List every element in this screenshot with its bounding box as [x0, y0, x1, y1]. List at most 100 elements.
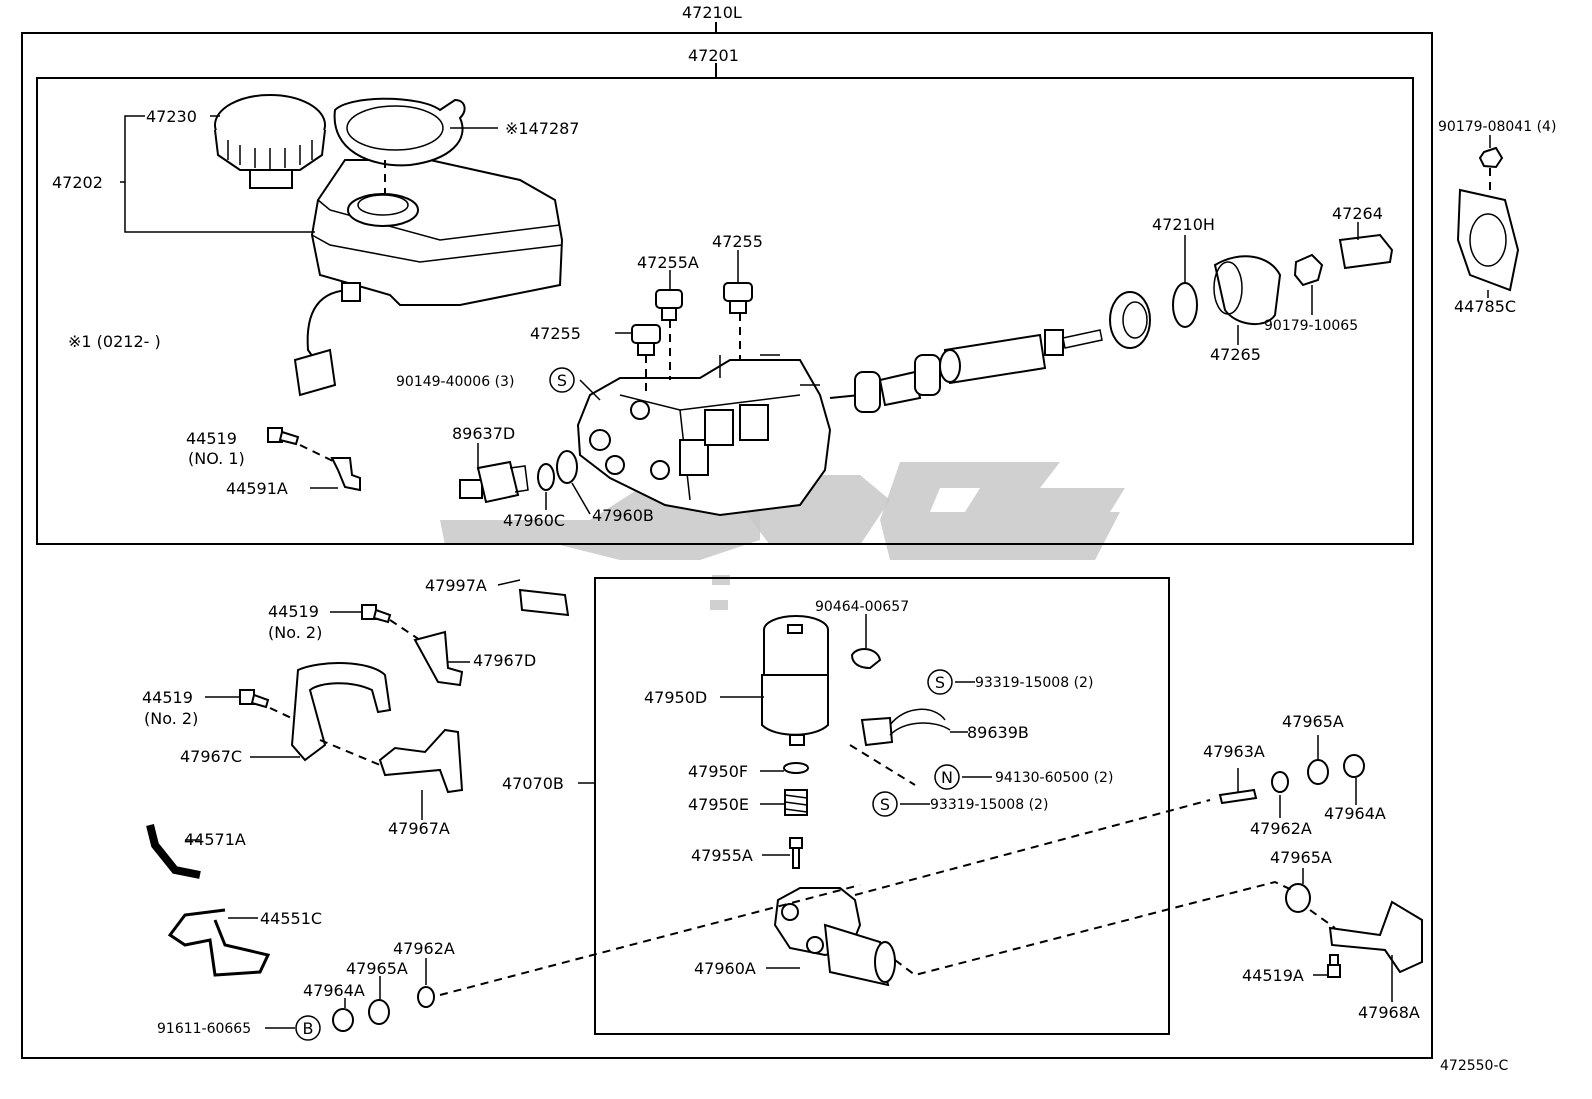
label-47264: 47264 [1332, 204, 1383, 223]
label-47255-top: 47255 [712, 232, 763, 251]
label-147287: ※147287 [505, 119, 579, 138]
cover-47997A [518, 588, 570, 617]
connector-89639B [860, 708, 951, 747]
svg-text:B: B [303, 1019, 314, 1038]
label-47968A: 47968A [1358, 1003, 1420, 1022]
label-91611-60665: 91611-60665 [157, 1021, 251, 1037]
o-ring-47960B [556, 450, 578, 484]
frame-47070B [594, 577, 1170, 1035]
nut-90179-10065 [1293, 253, 1324, 287]
label-no1: (NO. 1) [188, 449, 245, 468]
washer-47950F [783, 762, 809, 774]
label-47965A-right2: 47965A [1270, 848, 1332, 867]
pin-47963A [1218, 788, 1258, 805]
motor-47950D [761, 615, 829, 746]
label-47997A: 47997A [425, 576, 487, 595]
label-47963A: 47963A [1203, 742, 1265, 761]
washer-47960C [537, 463, 555, 491]
label-44519-no2b: 44519 [142, 688, 193, 707]
label-47964A-right: 47964A [1324, 804, 1386, 823]
valve-body [576, 354, 832, 517]
wire-harness-44551C [167, 908, 271, 977]
bushing-47965A-l [368, 999, 390, 1025]
label-47201: 47201 [688, 46, 739, 65]
bushing-47965A-r1 [1307, 759, 1329, 785]
label-47230: 47230 [146, 107, 197, 126]
strap-47967C [290, 662, 392, 762]
bracket-44591A [330, 457, 361, 492]
spring-47950E [784, 789, 808, 816]
label-47210H: 47210H [1152, 215, 1215, 234]
label-no2a: (No. 2) [268, 623, 322, 642]
label-93319-15008-b: 93319-15008 (2) [930, 797, 1048, 813]
symbol-s-90149: S [549, 367, 575, 393]
gasket-44785C [1456, 188, 1520, 292]
nut-90179-08041 [1478, 146, 1504, 169]
piston-rod-assembly [829, 329, 1103, 413]
bolt-44519-no1 [267, 427, 300, 446]
label-47965A-left: 47965A [346, 959, 408, 978]
snap-ring-47210H [1172, 282, 1198, 328]
bolt-44519A [1327, 954, 1341, 978]
label-472550-C: 472550-C [1440, 1058, 1508, 1074]
bolt-47955A [789, 837, 803, 869]
symbol-n-94130: N [934, 764, 960, 790]
boot-47265 [1213, 255, 1282, 326]
label-44519A: 44519A [1242, 966, 1304, 985]
label-47967C: 47967C [180, 747, 242, 766]
seal-cup [1109, 291, 1151, 349]
leader-lines [120, 115, 1491, 1029]
nut-47964A-r [1343, 754, 1365, 778]
label-47070B: 47070B [502, 774, 564, 793]
pipe-44571A [146, 824, 201, 879]
label-44551C: 44551C [260, 909, 322, 928]
label-93319-15008-a: 93319-15008 (2) [975, 675, 1093, 691]
bushing-47962A-r [1271, 771, 1289, 793]
label-44519-no1: 44519 [186, 429, 237, 448]
clevis-47264 [1338, 233, 1394, 270]
label-47962A-left: 47962A [393, 939, 455, 958]
label-47950E: 47950E [688, 795, 749, 814]
reservoir-cap [214, 94, 326, 189]
bushing-47962A-l [417, 986, 435, 1008]
label-47967D: 47967D [473, 651, 536, 670]
bracket-47968A [1328, 900, 1423, 974]
label-94130-60500: 94130-60500 (2) [995, 770, 1113, 786]
label-47960A: 47960A [694, 959, 756, 978]
label-47960B: 47960B [592, 506, 654, 525]
label-47967A: 47967A [388, 819, 450, 838]
label-47210L: 47210L [682, 3, 742, 22]
outer-frame-47210L [21, 32, 1433, 1059]
inner-frame-47201 [36, 77, 1414, 545]
label-44785C: 44785C [1454, 297, 1516, 316]
label-90179-08041: 90179-08041 (4) [1438, 119, 1556, 135]
reservoir-tank [293, 159, 564, 397]
pressure-sensor-89637D [459, 460, 529, 504]
symbol-s-93319-b: S [872, 791, 898, 817]
label-90464-00657: 90464-00657 [815, 599, 909, 615]
plug-47255A [655, 289, 683, 321]
bracket-47967A [378, 728, 464, 794]
label-47265: 47265 [1210, 345, 1261, 364]
label-47960C: 47960C [503, 511, 565, 530]
label-note-1: ※1 (0212- ) [68, 332, 161, 351]
label-47965A-right1: 47965A [1282, 712, 1344, 731]
svg-text:N: N [941, 768, 953, 787]
label-44519-no2a: 44519 [268, 602, 319, 621]
label-47964A-left: 47964A [303, 981, 365, 1000]
label-90149-40006: 90149-40006 (3) [396, 374, 514, 390]
label-90179-10065: 90179-10065 [1264, 318, 1358, 334]
label-47962A-right: 47962A [1250, 819, 1312, 838]
label-89639B: 89639B [967, 723, 1029, 742]
label-47255A: 47255A [637, 253, 699, 272]
bracket-47967D [413, 630, 464, 687]
bolt-44519-no2a [361, 604, 392, 624]
svg-text:S: S [557, 371, 567, 390]
svg-text:S: S [935, 673, 945, 692]
label-47955A: 47955A [691, 846, 753, 865]
label-44571A: 44571A [184, 830, 246, 849]
label-47202: 47202 [52, 173, 103, 192]
label-47255-mid: 47255 [530, 324, 581, 343]
label-no2b: (No. 2) [144, 709, 198, 728]
